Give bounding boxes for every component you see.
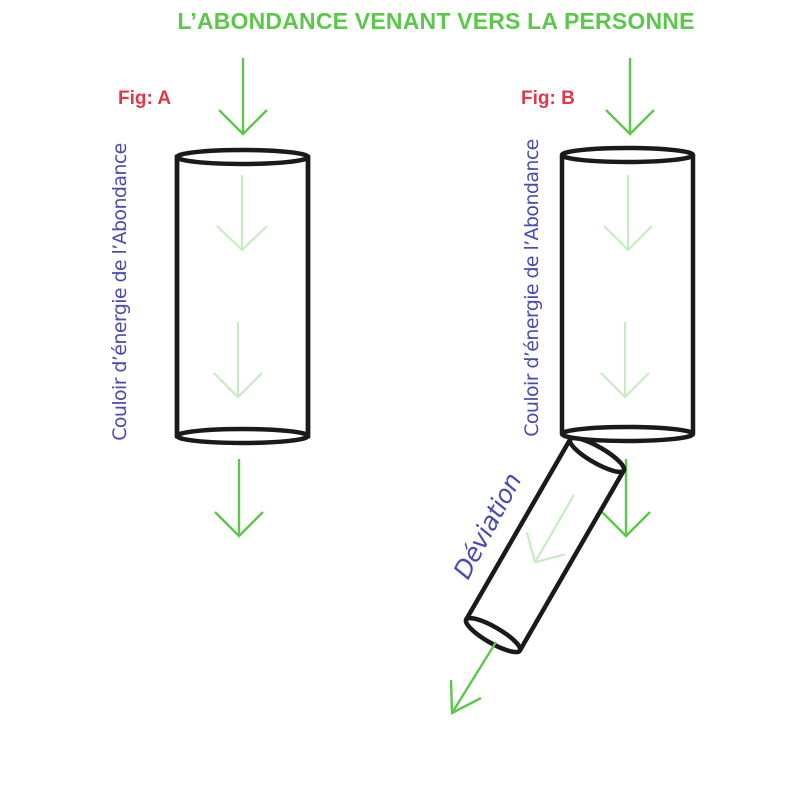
figure-a-label: Fig: A	[118, 88, 171, 109]
figure-b-inner-arrow-2	[600, 322, 650, 399]
diagram-title: L’ABONDANCE VENANT VERS LA PERSONNE	[177, 8, 694, 34]
deviation-tube-opening	[463, 615, 523, 655]
figure-a-inner-arrow-1	[216, 175, 268, 252]
deviation-inner-arrow	[525, 494, 575, 564]
figure-b-label: Fig: B	[521, 88, 575, 109]
figure-b: Fig: B Couloir d’énergie de l’Abondance	[448, 58, 696, 715]
figure-b-deviation-tube	[463, 435, 627, 655]
figure-b-side-label: Couloir d’énergie de l’Abondance	[521, 139, 543, 437]
figure-b-tube-rim	[559, 145, 696, 165]
figure-a-tube-rim	[174, 147, 311, 167]
figure-a: Fig: A Couloir d’énergie de l’Abondance	[109, 58, 311, 538]
figure-a-incoming-arrow	[218, 58, 268, 136]
figure-a-side-label: Couloir d’énergie de l’Abondance	[109, 143, 131, 441]
figure-b-outgoing-arrow	[601, 459, 651, 538]
figure-a-inner-arrow-2	[213, 322, 263, 399]
figure-b-deviated-arrow	[449, 641, 498, 715]
figure-b-incoming-arrow	[605, 58, 655, 136]
figure-a-outgoing-arrow	[214, 459, 264, 538]
figure-b-inner-arrow-1	[603, 175, 653, 252]
